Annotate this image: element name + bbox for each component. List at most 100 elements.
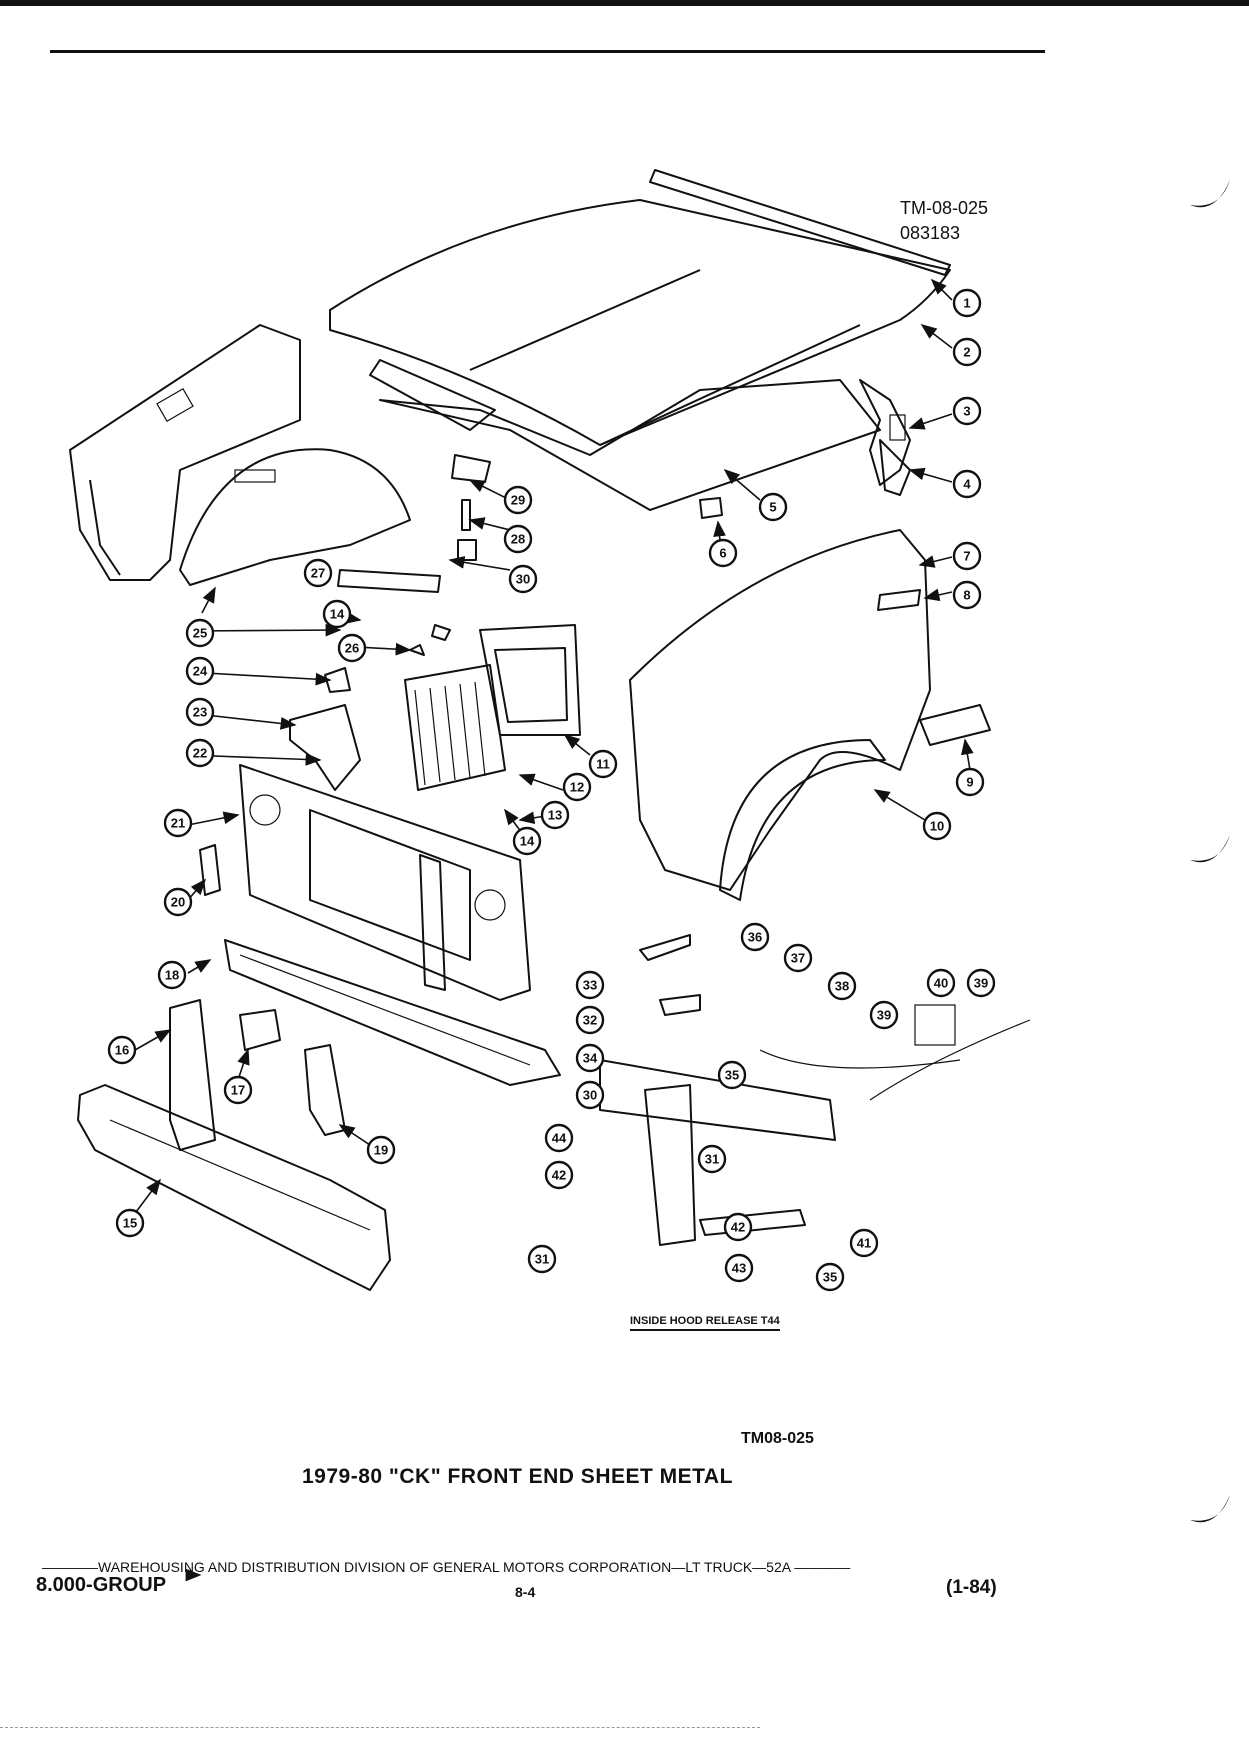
callout-23: 23: [185, 697, 215, 727]
svg-text:17: 17: [231, 1083, 245, 1098]
svg-text:25: 25: [193, 626, 207, 641]
svg-text:30: 30: [583, 1088, 597, 1103]
svg-text:3: 3: [963, 404, 970, 419]
svg-text:4: 4: [963, 477, 971, 492]
callout-39b: 39: [966, 968, 996, 998]
callout-30a: 30: [508, 564, 538, 594]
svg-text:11: 11: [596, 757, 610, 772]
callout-30b: 30: [575, 1080, 605, 1110]
callout-26: 26: [337, 633, 367, 663]
callout-37: 37: [783, 943, 813, 973]
document-id: TM-08-025: [900, 198, 989, 218]
svg-text:35: 35: [823, 1270, 837, 1285]
callout-22: 22: [185, 738, 215, 768]
svg-text:15: 15: [123, 1216, 137, 1231]
callout-17: 17: [223, 1075, 253, 1105]
svg-text:37: 37: [791, 951, 805, 966]
svg-text:13: 13: [548, 808, 562, 823]
callout-28: 28: [503, 524, 533, 554]
svg-text:36: 36: [748, 930, 762, 945]
callout-4: 4: [952, 469, 982, 499]
svg-text:40: 40: [934, 976, 948, 991]
svg-text:5: 5: [769, 500, 776, 515]
inset-caption: INSIDE HOOD RELEASE T44: [630, 1315, 780, 1331]
callout-39a: 39: [869, 1000, 899, 1030]
callout-36: 36: [740, 922, 770, 952]
svg-text:23: 23: [193, 705, 207, 720]
callout-12: 12: [562, 772, 592, 802]
callout-19: 19: [366, 1135, 396, 1165]
svg-text:7: 7: [963, 549, 970, 564]
callout-33: 33: [575, 970, 605, 1000]
svg-text:32: 32: [583, 1013, 597, 1028]
hood-latch-support: [337, 454, 491, 656]
callout-43: 43: [724, 1253, 754, 1283]
hood-stop-bracket: [199, 844, 221, 896]
hood-panel: [329, 169, 951, 511]
svg-text:30: 30: [516, 572, 530, 587]
front-bumper-filler-panel: [77, 1084, 391, 1291]
callout-20: 20: [163, 887, 193, 917]
figure-title: 1979-80 "CK" FRONT END SHEET METAL: [302, 1465, 733, 1488]
svg-text:10: 10: [930, 819, 944, 834]
callout-31b: 31: [527, 1244, 557, 1274]
svg-text:42: 42: [552, 1168, 566, 1183]
svg-text:27: 27: [311, 566, 325, 581]
radiator-support-brackets: [289, 667, 361, 791]
callout-27: 27: [303, 558, 333, 588]
callout-16: 16: [107, 1035, 137, 1065]
side-brackets: [169, 999, 346, 1151]
callout-34: 34: [575, 1043, 605, 1073]
inner-fender-panel: [69, 324, 411, 586]
svg-text:34: 34: [583, 1051, 598, 1066]
hood-bumper: [699, 497, 723, 519]
svg-text:12: 12: [570, 780, 584, 795]
svg-text:29: 29: [511, 493, 525, 508]
svg-text:6: 6: [719, 546, 726, 561]
callout-10: 10: [922, 811, 952, 841]
callout-7: 7: [952, 541, 982, 571]
binder-marks: [1190, 180, 1230, 1523]
svg-text:26: 26: [345, 641, 359, 656]
figure-code: TM08-025: [741, 1430, 814, 1447]
svg-text:1: 1: [963, 296, 970, 311]
svg-text:39: 39: [974, 976, 988, 991]
callout-11: 11: [588, 749, 618, 779]
lower-radiator-support: [224, 939, 561, 1086]
callout-21: 21: [163, 808, 193, 838]
svg-text:14: 14: [520, 834, 535, 849]
callout-3: 3: [952, 396, 982, 426]
svg-text:42: 42: [731, 1220, 745, 1235]
svg-text:9: 9: [966, 775, 973, 790]
callout-9: 9: [955, 767, 985, 797]
svg-text:22: 22: [193, 746, 207, 761]
front-fender: [629, 529, 991, 901]
footer-publisher-line: ————WAREHOUSING AND DISTRIBUTION DIVISIO…: [42, 1559, 851, 1575]
footer-revision-date: (1-84): [946, 1577, 997, 1598]
callout-32: 32: [575, 1005, 605, 1035]
svg-text:43: 43: [732, 1261, 746, 1276]
callout-25: 25: [185, 618, 215, 648]
callout-8: 8: [952, 580, 982, 610]
callout-38: 38: [827, 971, 857, 1001]
callout-35b: 35: [815, 1262, 845, 1292]
svg-text:35: 35: [725, 1068, 739, 1083]
callout-14b: 14: [512, 826, 542, 856]
hood-hinge: [859, 379, 911, 496]
radiator: [404, 624, 581, 791]
callout-18: 18: [157, 960, 187, 990]
svg-text:14: 14: [330, 607, 345, 622]
callout-42a: 42: [723, 1212, 753, 1242]
callout-14a: 14: [322, 599, 352, 629]
svg-text:31: 31: [705, 1152, 719, 1167]
footer-page-number: 8-4: [515, 1584, 536, 1600]
svg-text:20: 20: [171, 895, 185, 910]
scan-artifact-line: [0, 1727, 760, 1728]
callout-35a: 35: [717, 1060, 747, 1090]
callout-42b: 42: [544, 1160, 574, 1190]
callout-13: 13: [540, 800, 570, 830]
callout-29: 29: [503, 485, 533, 515]
svg-text:41: 41: [857, 1236, 871, 1251]
svg-text:38: 38: [835, 979, 849, 994]
